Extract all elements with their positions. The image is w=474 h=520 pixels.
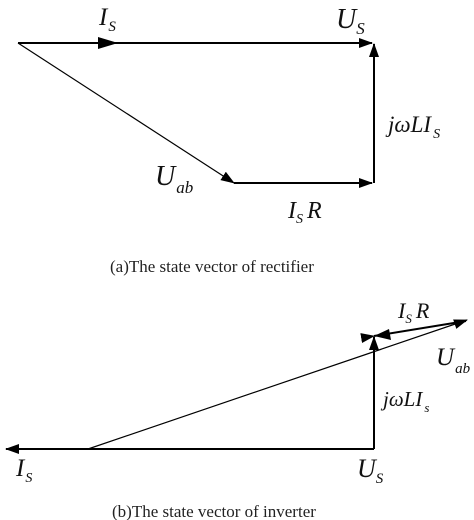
caption-rectifier: (a)The state vector of rectifier — [110, 257, 314, 276]
uab-vector — [17, 42, 235, 184]
label-is: IS — [98, 4, 116, 35]
label-uab: Uab — [155, 161, 193, 197]
is-mid-arrow — [98, 37, 118, 49]
isr-start-arrow — [374, 329, 391, 340]
label-us: US — [336, 4, 365, 38]
uab-vector-b — [87, 319, 468, 450]
label-uab-b: Uab — [436, 344, 471, 377]
label-us-b: US — [357, 454, 384, 487]
label-is-b: IS — [15, 455, 32, 486]
caption-inverter: (b)The state vector of inverter — [112, 502, 316, 520]
